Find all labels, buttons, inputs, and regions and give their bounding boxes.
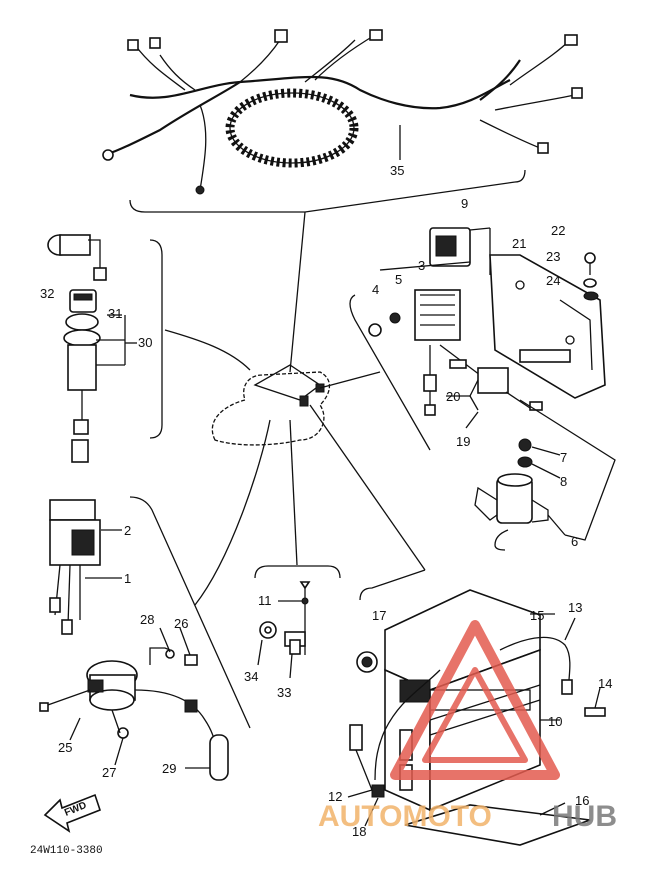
part-number-11: 11: [258, 593, 272, 608]
part-number-14: 14: [598, 676, 612, 691]
part-number-20: 20: [446, 389, 460, 404]
ignition-coil-assembly: [39, 627, 229, 781]
part-number-8: 8: [560, 474, 567, 489]
part-number-1: 1: [124, 571, 131, 586]
part-number-12: 12: [328, 789, 342, 804]
part-number-23: 23: [546, 249, 560, 264]
watermark-hub: HUB: [552, 800, 617, 833]
cdi-unit-assembly: [49, 496, 251, 729]
main-switch-assembly: [47, 234, 163, 463]
part-number-22: 22: [551, 223, 565, 238]
part-number-21: 21: [512, 236, 526, 251]
part-number-33: 33: [277, 685, 291, 700]
part-number-2: 2: [124, 523, 131, 538]
part-number-24: 24: [546, 273, 560, 288]
part-number-18: 18: [352, 824, 366, 839]
part-number-6: 6: [571, 534, 578, 549]
part-number-19: 19: [456, 434, 470, 449]
part-number-5: 5: [395, 272, 402, 287]
part-number-34: 34: [244, 669, 258, 684]
part-number-30: 30: [138, 335, 152, 350]
part-number-3: 3: [418, 258, 425, 273]
part-number-7: 7: [560, 450, 567, 465]
part-number-28: 28: [140, 612, 154, 627]
part-number-13: 13: [568, 600, 582, 615]
drawing-code: 24W110-3380: [30, 845, 103, 857]
part-number-29: 29: [162, 761, 176, 776]
part-number-16: 16: [575, 793, 589, 808]
part-number-17: 17: [372, 608, 386, 623]
part-number-4: 4: [372, 282, 379, 297]
part-number-31: 31: [108, 306, 122, 321]
neutral-switch-assembly: [254, 565, 341, 679]
part-number-10: 10: [548, 714, 562, 729]
part-number-26: 26: [174, 616, 188, 631]
part-number-27: 27: [102, 765, 116, 780]
watermark-auto: AUTOMOTO: [318, 800, 492, 833]
fwd-arrow-icon: FWD: [43, 793, 101, 833]
part-number-25: 25: [58, 740, 72, 755]
rectifier-assembly: [349, 227, 616, 551]
frame-locator: [164, 211, 426, 606]
watermark: AUTOMOTO HUB: [318, 620, 617, 833]
wire-harness: [102, 29, 583, 213]
part-number-35: 35: [390, 163, 404, 178]
part-number-9: 9: [461, 196, 468, 211]
part-number-32: 32: [40, 286, 54, 301]
part-number-15: 15: [530, 608, 544, 623]
